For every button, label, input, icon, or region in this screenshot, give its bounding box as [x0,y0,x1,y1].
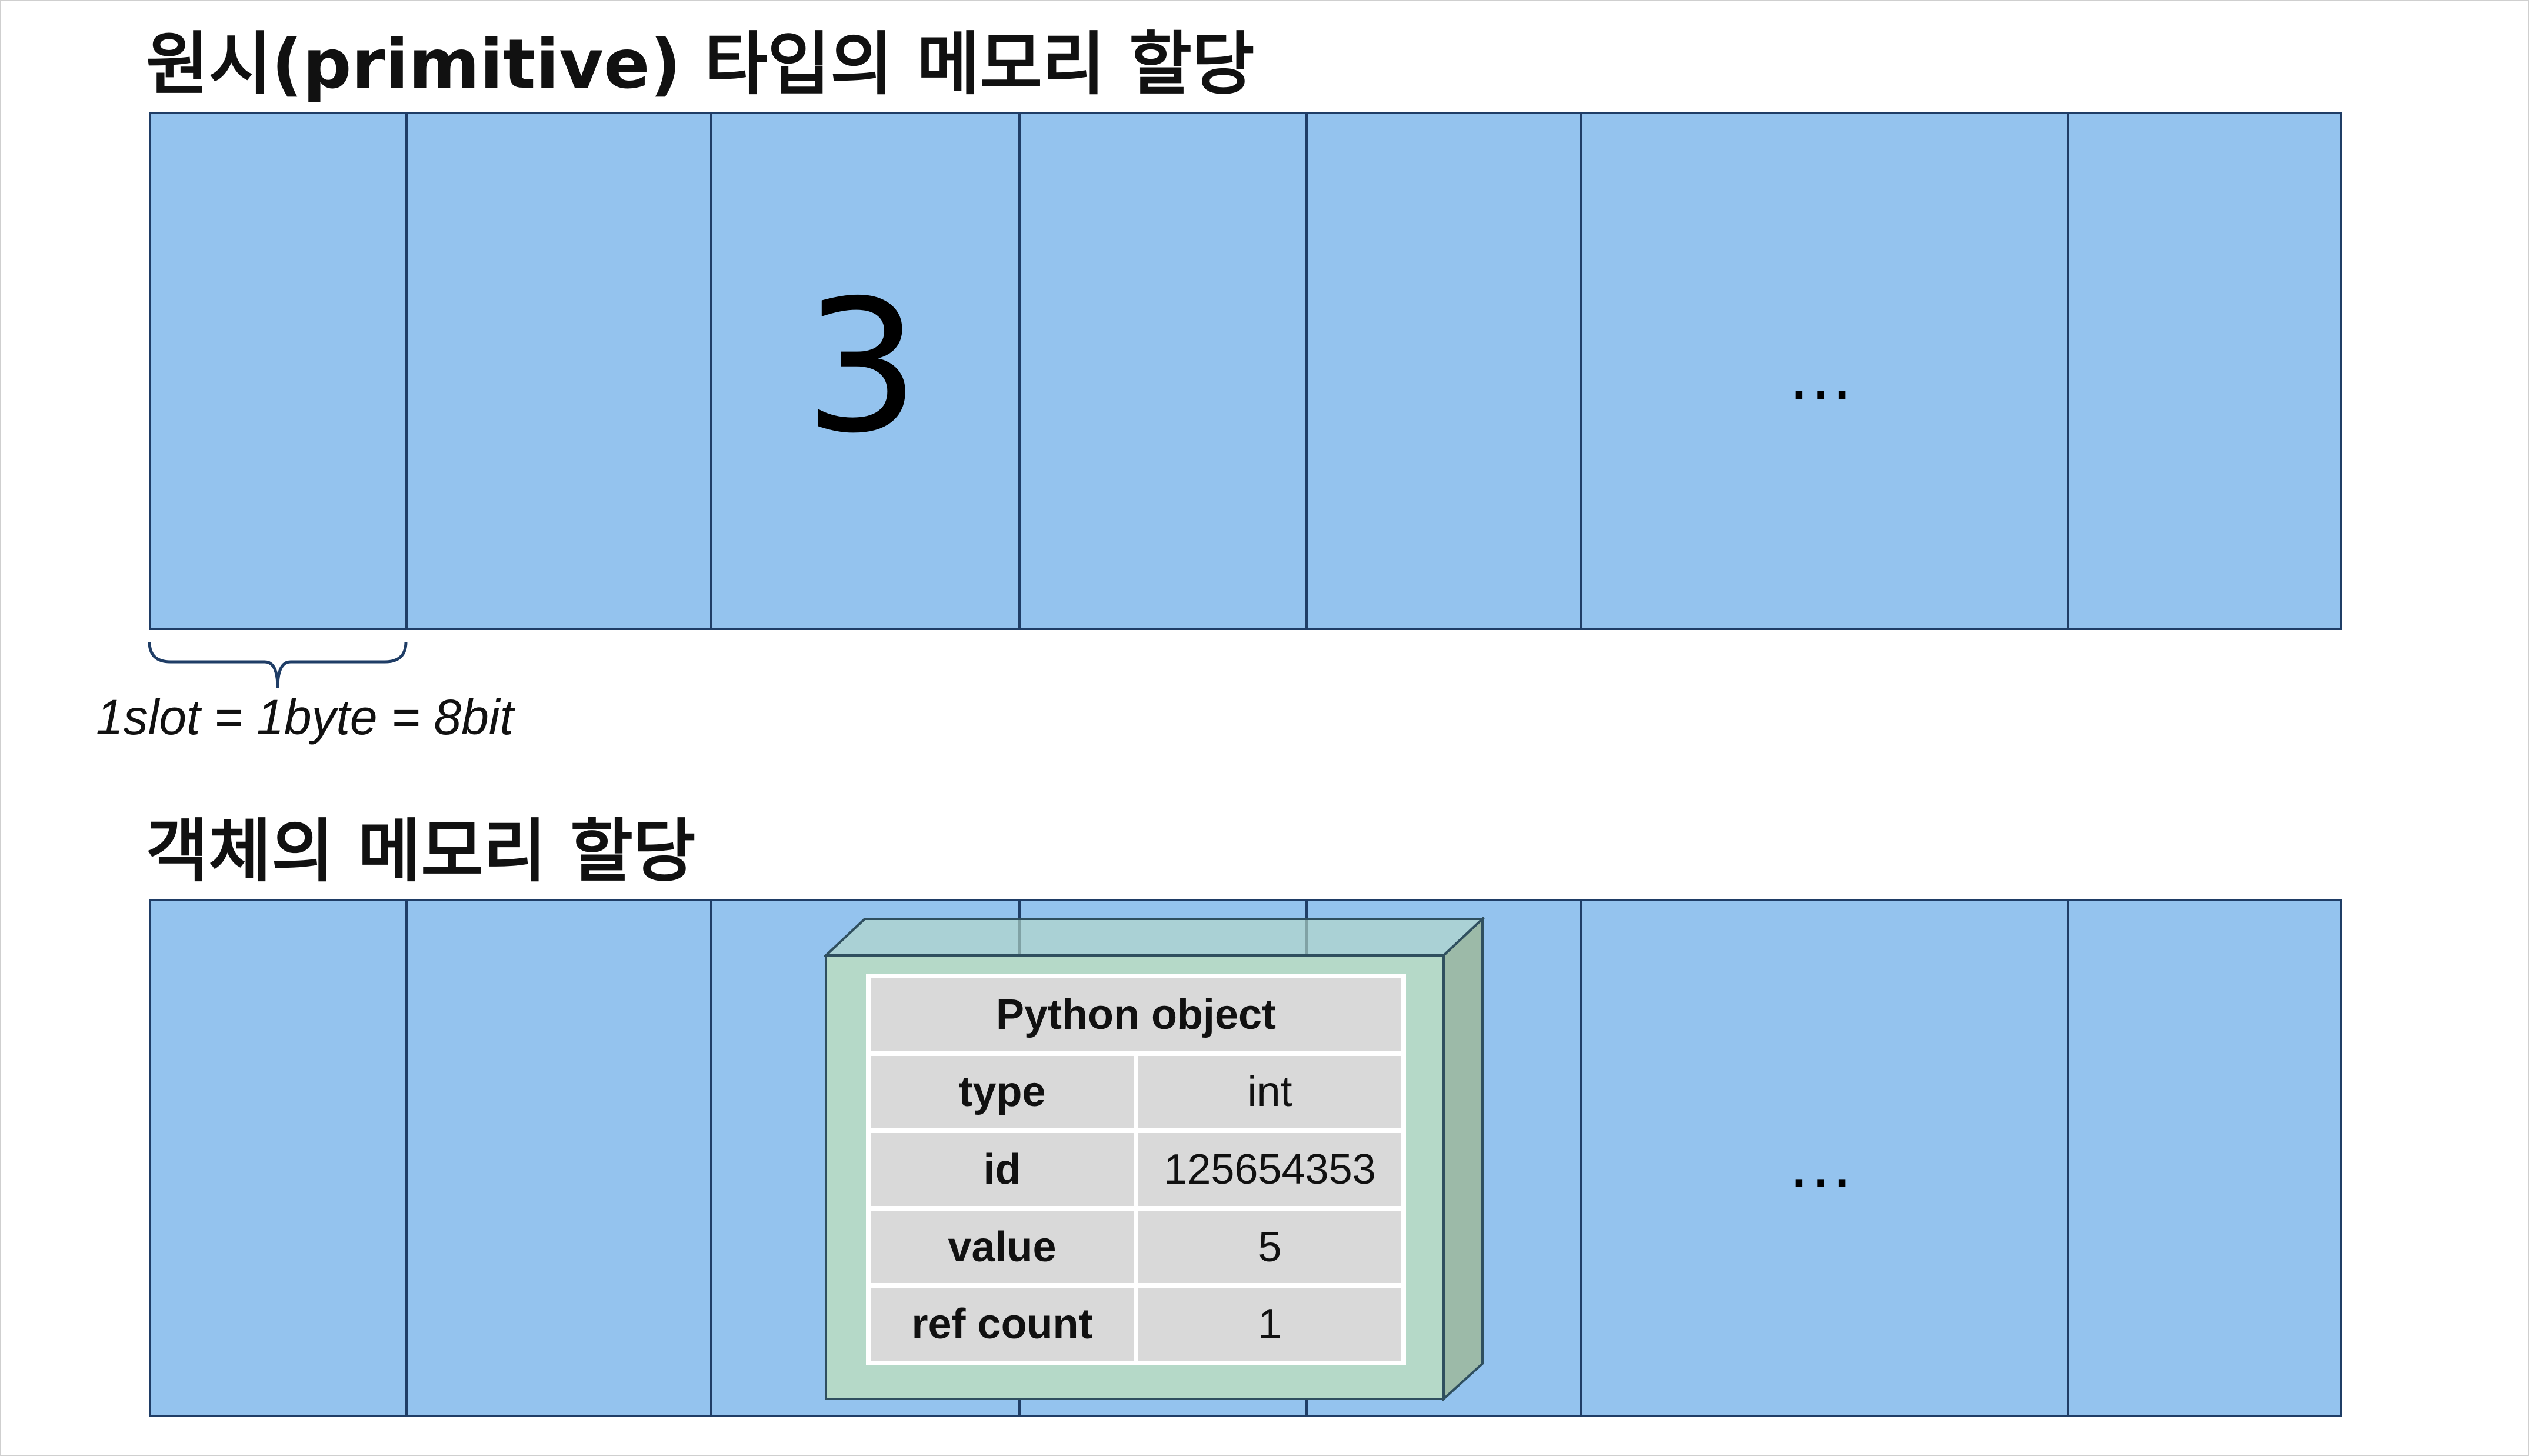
table-row: value 5 [866,1205,1406,1288]
ellipsis-primitive: … [1788,339,1857,414]
object-heading: 객체의 메모리 할당 [146,812,696,891]
object-table-header: Python object [866,974,1406,1056]
field-name: ref count [866,1283,1138,1365]
field-value: 125654353 [1134,1128,1406,1211]
memory-slot [1018,112,1308,630]
memory-slot [1580,112,2069,630]
primitive-memory-row [149,112,2342,630]
primitive-heading: 원시(primitive) 타입의 메모리 할당 [146,25,1255,104]
memory-slot [405,112,712,630]
memory-slot [1305,112,1582,630]
field-value: int [1134,1051,1406,1134]
slot-size-note: 1slot = 1byte = 8bit [96,689,514,745]
field-name: id [866,1128,1138,1211]
table-row: type int [866,1051,1406,1134]
memory-slot [710,112,1021,630]
memory-slot [149,112,408,630]
field-value: 1 [1134,1283,1406,1365]
python-object-table: Python object type int id 125654353 valu… [866,974,1406,1365]
python-object-box: Python object type int id 125654353 valu… [824,917,1485,1401]
field-name: value [866,1205,1138,1288]
memory-slot [2067,112,2342,630]
slot-brace [148,641,408,688]
table-row: id 125654353 [866,1128,1406,1211]
field-value: 5 [1134,1205,1406,1288]
memory-slot [149,899,408,1417]
table-row: ref count 1 [866,1283,1406,1365]
memory-slot [2067,899,2342,1417]
ellipsis-object: … [1788,1127,1857,1202]
memory-slot [405,899,712,1417]
memory-slot [1580,899,2069,1417]
stored-primitive-value: 3 [804,261,920,474]
field-name: type [866,1051,1138,1134]
